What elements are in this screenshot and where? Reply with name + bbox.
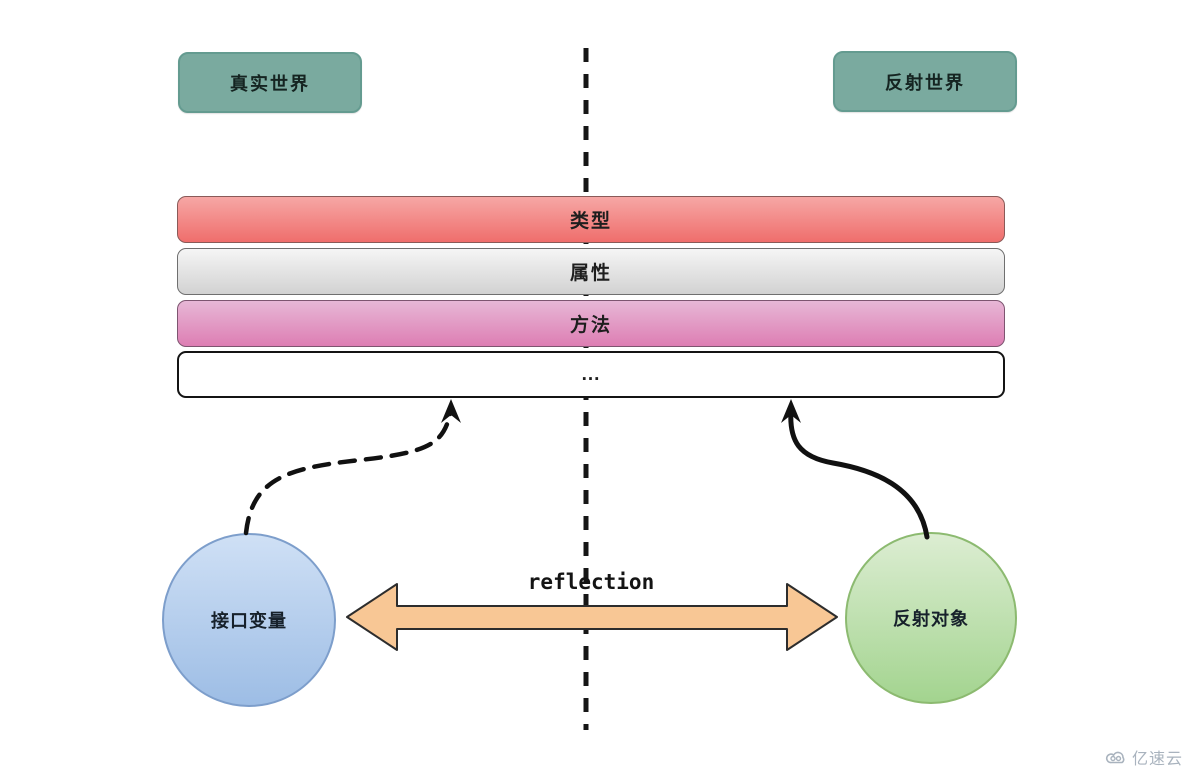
reflection-object-label: 反射对象 <box>893 609 969 629</box>
watermark-text: 亿速云 <box>1131 751 1183 768</box>
bar-ellipsis-label: ... <box>581 363 601 385</box>
bar-type-label: 类型 <box>569 211 612 232</box>
real-world-label: 真实世界 <box>230 73 310 94</box>
reflection-arrow-label: reflection <box>527 570 655 594</box>
reflect-world-badge: 反射世界 <box>833 51 1017 112</box>
reflection-object-node: 反射对象 <box>845 532 1017 704</box>
bar-attribute: 属性 <box>177 248 1005 295</box>
bar-ellipsis: ... <box>177 351 1005 398</box>
cloud-logo-icon <box>1105 751 1125 764</box>
bar-attribute-label: 属性 <box>569 263 612 284</box>
bar-method: 方法 <box>177 300 1005 347</box>
watermark: 亿速云 <box>1105 745 1183 769</box>
interface-variable-label: 接口变量 <box>211 611 287 631</box>
real-world-badge: 真实世界 <box>178 52 362 113</box>
bar-type: 类型 <box>177 196 1005 243</box>
interface-variable-node: 接口变量 <box>162 533 336 707</box>
bar-method-label: 方法 <box>569 315 612 336</box>
reflect-world-label: 反射世界 <box>885 72 965 93</box>
